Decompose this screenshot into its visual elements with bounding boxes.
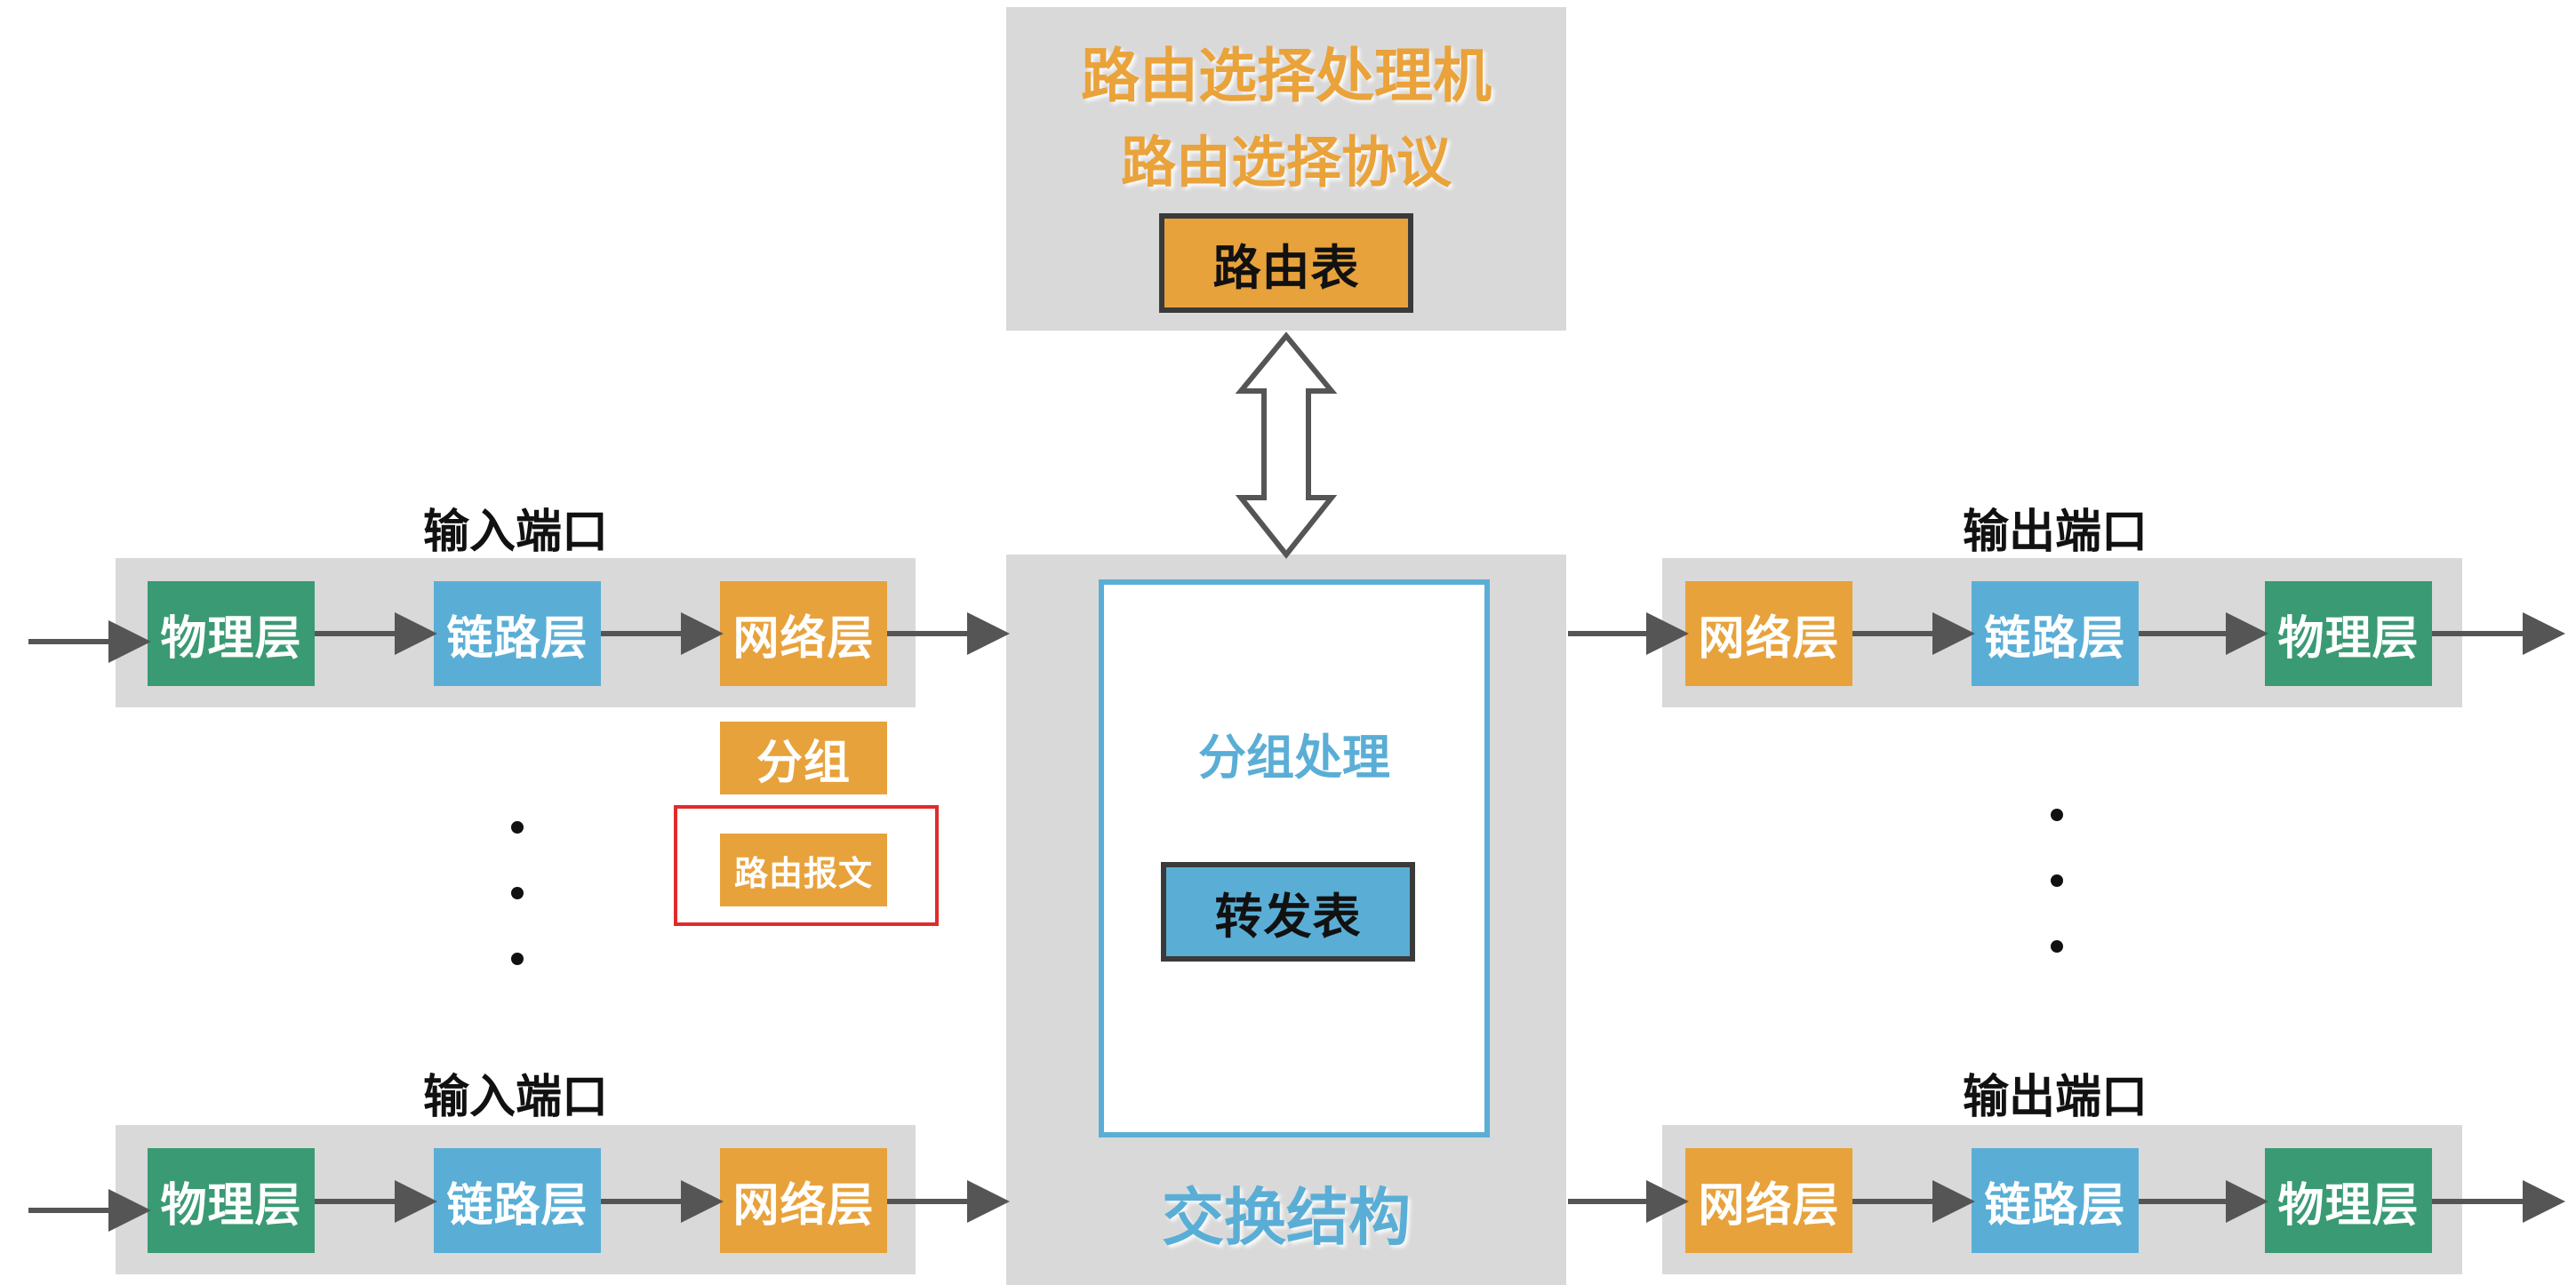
routing-processor-panel: 路由选择处理机 路由选择协议 路由表: [1006, 7, 1566, 331]
packet-label: 分组: [720, 722, 887, 794]
network-layer-box: 网络层: [720, 581, 887, 686]
output-port-title: 输出端口: [1962, 1071, 2148, 1124]
routing-protocol-label: 路由选择协议: [1120, 130, 1452, 195]
physical-layer-box: 物理层: [148, 1148, 315, 1253]
packet-processing-area: 分组处理 转发表: [1099, 579, 1490, 1137]
ellipsis-dot: [2051, 940, 2063, 953]
link-layer-box: 链路层: [434, 1148, 601, 1253]
link-layer-box: 链路层: [434, 581, 601, 686]
physical-layer-box: 物理层: [2265, 581, 2432, 686]
physical-layer-box: 物理层: [148, 581, 315, 686]
link-layer-box: 链路层: [1972, 581, 2139, 686]
network-layer-box: 网络层: [720, 1148, 887, 1253]
ellipsis-dot: [511, 953, 524, 965]
output-port-title: 输出端口: [1962, 506, 2148, 559]
ellipsis-dot: [511, 887, 524, 899]
switch-fabric-title: 交换结构: [1162, 1181, 1411, 1254]
packet-processing-label: 分组处理: [1198, 730, 1390, 786]
link-layer-box: 链路层: [1972, 1148, 2139, 1253]
ellipsis-dot: [511, 821, 524, 834]
physical-layer-box: 物理层: [2265, 1148, 2432, 1253]
forwarding-table: 转发表: [1161, 862, 1415, 962]
input-port-title: 输入端口: [422, 506, 608, 559]
routing-processor-title: 路由选择处理机: [1081, 42, 1492, 110]
routing-message-label: 路由报文: [720, 834, 887, 906]
network-layer-box: 网络层: [1685, 1148, 1852, 1253]
ellipsis-dot: [2051, 809, 2063, 821]
ellipsis-dot: [2051, 874, 2063, 887]
routing-table: 路由表: [1159, 213, 1413, 313]
double-arrow-icon: [1235, 331, 1338, 559]
input-port-title: 输入端口: [422, 1071, 608, 1124]
network-layer-box: 网络层: [1685, 581, 1852, 686]
routing-message-highlight: [674, 805, 939, 926]
switch-fabric-panel: 分组处理 转发表 交换结构: [1006, 555, 1566, 1285]
